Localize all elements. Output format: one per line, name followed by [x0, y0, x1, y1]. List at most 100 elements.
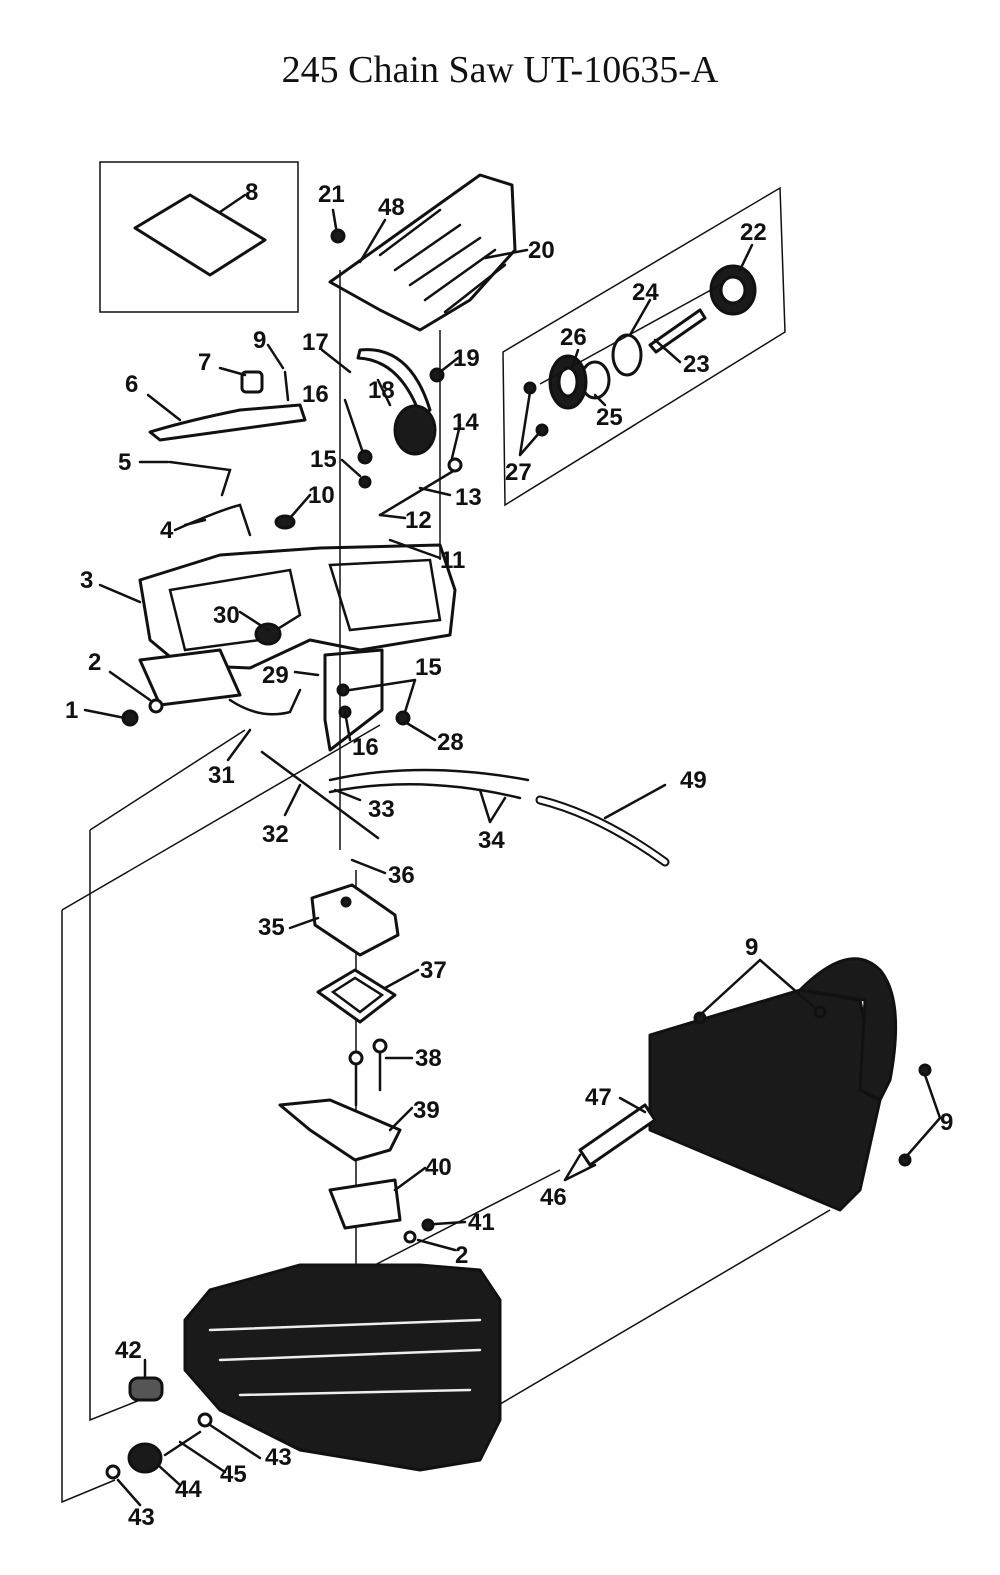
callout-47: 47 — [585, 1084, 612, 1111]
front-handle-guard-part — [648, 988, 882, 1212]
callout-20: 20 — [528, 237, 555, 264]
callout-6: 6 — [125, 371, 138, 398]
callout-15-lower: 15 — [415, 654, 442, 681]
callout-13: 13 — [455, 484, 482, 511]
callout-41: 41 — [468, 1209, 495, 1236]
fuel-cap-inset-box — [502, 186, 786, 507]
callout-1: 1 — [65, 697, 78, 724]
engine-crankcase-part — [183, 1263, 502, 1472]
bearing-part — [128, 1376, 164, 1402]
screw-part — [813, 1005, 827, 1019]
callout-35: 35 — [258, 914, 285, 941]
air-filter-element-part — [310, 883, 400, 957]
screw-head — [348, 1050, 364, 1066]
callout-16: 16 — [302, 381, 329, 408]
housing-opening — [168, 568, 302, 652]
callout-40: 40 — [425, 1154, 452, 1181]
callout-39: 39 — [413, 1097, 440, 1124]
callout-32: 32 — [262, 821, 289, 848]
washer-part — [197, 1412, 213, 1428]
screw-head — [372, 1038, 388, 1054]
callout-44: 44 — [175, 1476, 202, 1503]
callout-30: 30 — [213, 602, 240, 629]
pin-part — [283, 370, 290, 402]
washer-part — [403, 1230, 417, 1244]
fuel-line-part — [328, 783, 522, 800]
wire-part — [173, 503, 252, 537]
callout-22: 22 — [740, 219, 767, 246]
inset-box — [99, 161, 299, 313]
callout-21: 21 — [318, 181, 345, 208]
carburetor-adapter-part — [278, 1098, 402, 1162]
button-part — [240, 370, 264, 394]
fuel-cap-center — [719, 275, 747, 305]
callout-16-lower: 16 — [352, 734, 379, 761]
callout-17: 17 — [302, 329, 329, 356]
callout-25: 25 — [596, 404, 623, 431]
washer-part — [148, 698, 164, 714]
callout-24: 24 — [632, 279, 659, 306]
spring-part — [378, 468, 457, 517]
callout-19: 19 — [453, 345, 480, 372]
assembly-axis-line — [61, 910, 116, 1504]
nut-part — [421, 1218, 435, 1232]
front-handle-bar-part — [798, 957, 898, 1102]
screw-part — [898, 1153, 912, 1167]
callout-2-lower: 2 — [455, 1242, 468, 1269]
callout-2: 2 — [88, 649, 101, 676]
throttle-link-part — [228, 688, 302, 716]
callout-9: 9 — [253, 327, 266, 354]
bracket-part — [138, 648, 242, 707]
screw-part — [693, 1011, 707, 1025]
callout-15: 15 — [310, 446, 337, 473]
housing-tank-area — [328, 558, 442, 632]
screw-part — [330, 228, 346, 244]
callout-26: 26 — [560, 324, 587, 351]
leader-line — [218, 193, 247, 214]
switch-part — [393, 404, 437, 456]
nut-part — [395, 710, 411, 726]
callout-27: 27 — [505, 459, 532, 486]
air-filter-part — [133, 193, 267, 277]
leader-lines — [83, 208, 942, 1507]
spring-part — [648, 308, 707, 354]
handle-plate-part — [148, 403, 307, 442]
callout-23: 23 — [683, 351, 710, 378]
callout-48: 48 — [378, 194, 405, 221]
callout-46: 46 — [540, 1184, 567, 1211]
callout-3: 3 — [80, 567, 93, 594]
callout-9-handle-top: 9 — [745, 934, 758, 961]
hose-part — [535, 795, 670, 867]
filter-center — [340, 896, 352, 908]
nut-part — [358, 475, 372, 489]
callout-42: 42 — [115, 1337, 142, 1364]
carburetor-part — [328, 1178, 402, 1230]
screw-part — [354, 1046, 382, 1107]
callout-37: 37 — [420, 957, 447, 984]
assembly-axis-line — [89, 830, 141, 1422]
clutch-drum-part — [127, 1442, 163, 1474]
callout-11: 11 — [440, 547, 465, 574]
screw-part — [918, 1063, 932, 1077]
callout-9-handle-side: 9 — [940, 1109, 953, 1136]
callout-12: 12 — [405, 507, 432, 534]
bracket-part — [578, 1103, 657, 1167]
callout-4: 4 — [160, 517, 174, 544]
assembly-axis-line — [89, 729, 246, 831]
callout-43: 43 — [265, 1444, 292, 1471]
gasket-part — [611, 333, 643, 377]
bushing-part — [254, 622, 282, 646]
callout-8: 8 — [245, 179, 258, 206]
callout-36: 36 — [388, 862, 415, 889]
assembly-axis-line — [364, 1169, 561, 1271]
rod-part — [260, 750, 380, 840]
callout-5: 5 — [118, 449, 131, 476]
washer-part — [105, 1464, 121, 1480]
filter-gasket-inner — [330, 976, 385, 1014]
callout-43-lower: 43 — [128, 1504, 155, 1531]
filter-gasket-part — [316, 968, 397, 1024]
fuel-line-part — [328, 768, 530, 782]
callout-14: 14 — [452, 409, 479, 436]
page-title: 245 Chain Saw UT-10635-A — [281, 49, 719, 91]
